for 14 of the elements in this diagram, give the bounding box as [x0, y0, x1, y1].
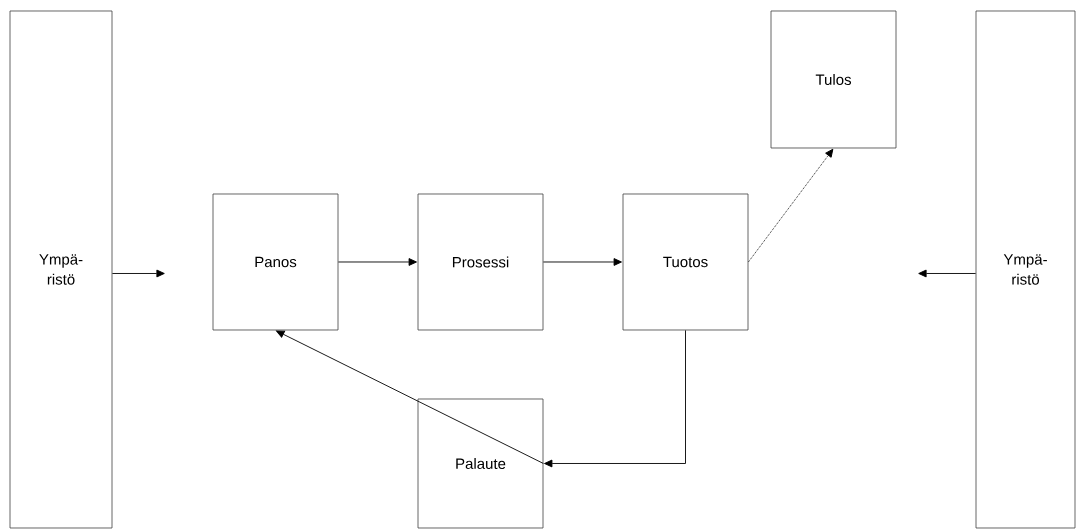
- arrow: [337, 258, 417, 266]
- process-box: Ympä- ristö: [975, 10, 1076, 529]
- process-box: Tulos: [770, 10, 897, 149]
- process-box: Prosessi: [417, 193, 544, 331]
- arrow: [918, 269, 977, 278]
- process-box: Palaute: [417, 398, 544, 529]
- process-box: Panos: [212, 193, 339, 331]
- arrow: [276, 330, 544, 464]
- arrow: [111, 269, 165, 278]
- process-box: Tuotos: [622, 193, 749, 331]
- arrow: [544, 329, 686, 468]
- process-box: Ympä- ristö: [9, 10, 113, 529]
- arrow: [747, 148, 834, 263]
- arrow: [542, 258, 622, 266]
